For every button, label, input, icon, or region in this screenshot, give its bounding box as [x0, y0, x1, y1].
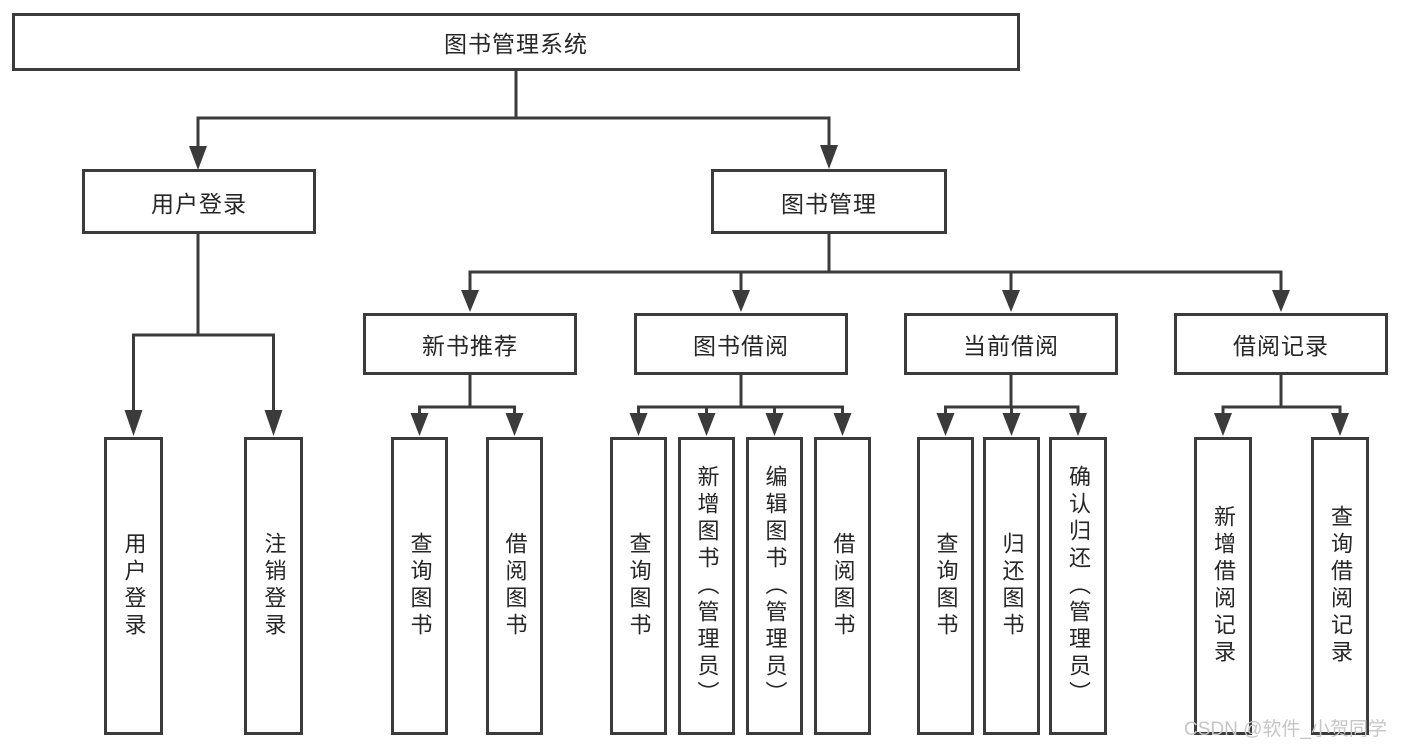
- node-leaf-confirm-return-admin: 确认归还（管理员）: [1049, 437, 1107, 735]
- node-leaf-query-borrow-record: 查询借阅记录: [1311, 437, 1369, 735]
- node-borrowing-records: 借阅记录: [1174, 313, 1388, 375]
- connector-root-to-level2: [189, 69, 838, 170]
- node-leaf-user-login: 用户登录: [104, 437, 163, 735]
- connector-new-book-rec-to-leaves: [410, 373, 524, 436]
- connector-book-borrow-to-leaves: [629, 373, 852, 436]
- watermark: CSDN @软件_小贺同学: [1184, 719, 1387, 740]
- node-system-root: 图书管理系统: [12, 13, 1020, 71]
- node-leaf-edit-books-admin: 编辑图书（管理员）: [746, 437, 803, 735]
- connector-current-borrow-to-leaves: [936, 373, 1087, 436]
- node-book-borrowing: 图书借阅: [634, 313, 848, 375]
- node-label: 注销登录: [261, 532, 287, 640]
- node-new-book-recommend: 新书推荐: [363, 313, 577, 375]
- node-label: 查询借阅记录: [1328, 505, 1353, 667]
- node-leaf-logout: 注销登录: [244, 437, 303, 735]
- node-book-management: 图书管理: [711, 169, 947, 234]
- node-label: 编辑图书（管理员）: [762, 464, 788, 708]
- connector-book-mgmt-to-level3: [461, 232, 1290, 312]
- node-leaf-query-books-current: 查询图书: [917, 437, 974, 735]
- node-label: 借阅图书: [830, 532, 856, 640]
- node-leaf-borrow-books-recommend: 借阅图书: [486, 437, 543, 735]
- node-current-borrowing: 当前借阅: [904, 313, 1118, 375]
- node-leaf-query-books-borrow: 查询图书: [610, 437, 667, 735]
- node-leaf-borrow-books: 借阅图书: [814, 437, 871, 735]
- node-label: 查询图书: [933, 532, 959, 640]
- node-leaf-add-borrow-record: 新增借阅记录: [1194, 437, 1252, 735]
- node-user-login: 用户登录: [82, 169, 316, 234]
- node-leaf-add-books-admin: 新增图书（管理员）: [678, 437, 735, 735]
- node-label: 确认归还（管理员）: [1066, 464, 1091, 708]
- node-label: 新增借阅记录: [1211, 505, 1236, 667]
- node-leaf-return-books: 归还图书: [983, 437, 1040, 735]
- node-label: 查询图书: [626, 532, 652, 640]
- node-label: 用户登录: [121, 532, 147, 640]
- connector-borrow-records-to-leaves: [1214, 373, 1349, 436]
- node-leaf-query-books-recommend: 查询图书: [391, 437, 448, 735]
- connector-user-login-to-leaves: [124, 233, 283, 436]
- node-label: 借阅图书: [502, 532, 528, 640]
- node-label: 新增图书（管理员）: [694, 464, 720, 708]
- node-label: 归还图书: [999, 532, 1025, 640]
- node-label: 查询图书: [407, 532, 433, 640]
